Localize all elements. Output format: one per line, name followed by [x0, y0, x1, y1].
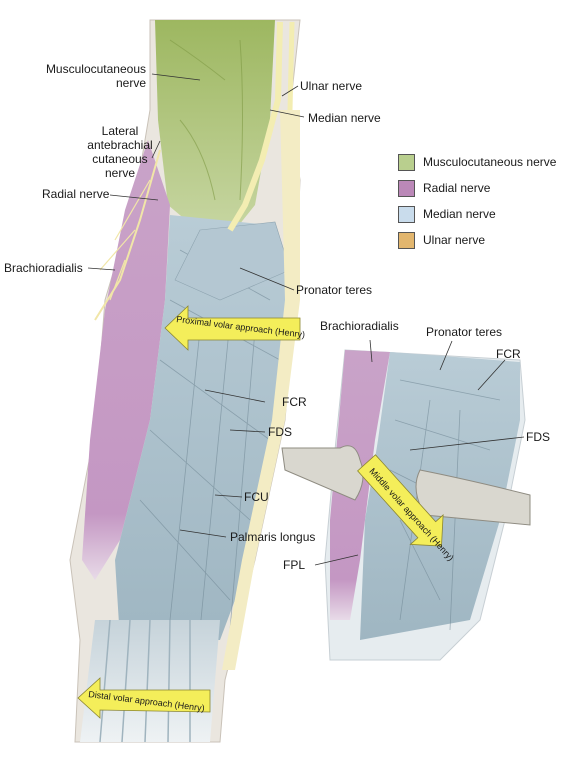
label-musculocutaneous-line1: Musculocutaneous	[45, 62, 146, 76]
distal-approach-arrow: Distal volar approach (Henry)	[77, 677, 211, 719]
lateral-cutaneous-nerve	[94, 149, 161, 321]
leader-lines	[87, 73, 525, 566]
legend-label: Ulnar nerve	[423, 233, 486, 247]
nerve-legend: Musculocutaneous nerve Radial nerve Medi…	[398, 149, 556, 253]
legend-item-radial: Radial nerve	[398, 175, 556, 201]
label-ulnar-nerve: Ulnar nerve	[300, 79, 363, 93]
legend-swatch	[398, 205, 415, 223]
inset-label-fds: FDS	[526, 430, 550, 444]
inset-forearm	[281, 349, 531, 661]
brachioradialis-muscle	[82, 140, 170, 580]
legend-swatch	[398, 179, 415, 197]
label-lateral-line4: nerve	[104, 166, 136, 180]
left-retractor	[281, 445, 364, 501]
biceps-muscle	[155, 20, 275, 232]
label-lateral-line1: Lateral	[101, 124, 139, 138]
ulnar-nerve	[287, 21, 295, 111]
fcu-muscle	[222, 110, 300, 670]
legend-swatch	[398, 153, 415, 171]
label-median-nerve: Median nerve	[308, 111, 381, 125]
legend-item-median: Median nerve	[398, 201, 556, 227]
legend-swatch	[398, 231, 415, 249]
inset-label-pronator-teres: Pronator teres	[426, 325, 503, 339]
label-lateral-antebrachial-cutaneous-nerve: Lateral antebrachial cutaneous nerve	[78, 124, 162, 180]
inset-label-brachioradialis: Brachioradialis	[320, 319, 399, 333]
label-radial-nerve: Radial nerve	[42, 187, 110, 201]
right-retractor	[415, 469, 531, 526]
legend-item-musculocutaneous: Musculocutaneous nerve	[398, 149, 556, 175]
legend-label: Radial nerve	[423, 181, 491, 195]
legend-item-ulnar: Ulnar nerve	[398, 227, 556, 253]
label-lateral-line2: antebrachial	[87, 138, 153, 152]
label-musculocutaneous-nerve: Musculocutaneous nerve	[10, 62, 146, 90]
label-fcr: FCR	[282, 395, 307, 409]
legend-label: Musculocutaneous nerve	[423, 155, 557, 169]
inset-label-fpl: FPL	[283, 558, 306, 572]
label-pronator-teres: Pronator teres	[296, 283, 373, 297]
label-fcu: FCU	[244, 490, 269, 504]
inset-label-fcr: FCR	[496, 347, 521, 361]
label-palmaris-longus: Palmaris longus	[230, 530, 316, 544]
pronator-teres-muscle	[174, 221, 291, 301]
median-nerve	[227, 21, 283, 232]
label-brachioradialis: Brachioradialis	[4, 261, 83, 275]
proximal-approach-arrow: Proximal volar approach (Henry)	[164, 305, 306, 351]
label-lateral-line3: cutaneous	[92, 152, 148, 166]
label-fds: FDS	[268, 425, 292, 439]
label-musculocutaneous-line2: nerve	[115, 76, 146, 90]
legend-label: Median nerve	[423, 207, 496, 221]
